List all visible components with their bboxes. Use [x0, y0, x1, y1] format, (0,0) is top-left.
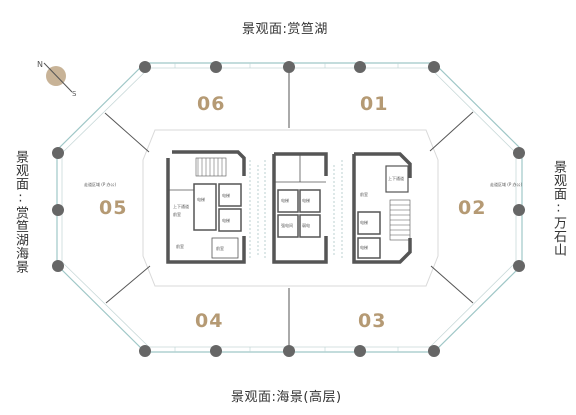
view-label-right: 景观面:万石山	[551, 160, 566, 257]
svg-text:上下通道: 上下通道	[388, 175, 404, 181]
partitions	[104, 68, 474, 345]
core-middle	[272, 152, 328, 264]
svg-text:前室: 前室	[216, 245, 224, 251]
unit-02: 02	[458, 197, 486, 219]
service-lines	[249, 160, 343, 258]
view-label-bottom: 景观面:海景(高层)	[231, 390, 342, 405]
svg-text:电梯: 电梯	[222, 192, 230, 198]
svg-text:前室: 前室	[176, 243, 184, 249]
svg-text:强电间: 强电间	[281, 222, 293, 228]
view-label-top: 景观面:赏笪湖	[242, 22, 328, 37]
note-left: 走道区域 (P 办公)	[84, 181, 117, 187]
svg-text:弱电: 弱电	[302, 222, 310, 228]
core-right	[352, 152, 412, 264]
core-labels: 上下通道 前室 电梯 前室 电梯 电梯 前室 电梯 电梯 强电间 弱电 上下通道…	[173, 175, 404, 251]
core-left	[166, 150, 246, 264]
mullions	[174, 63, 399, 352]
svg-text:前室: 前室	[360, 191, 368, 197]
svg-text:电梯: 电梯	[302, 197, 310, 203]
svg-text:电梯: 电梯	[197, 196, 205, 202]
compass-icon: N S	[37, 60, 77, 98]
compass-s: S	[72, 90, 77, 98]
unit-01: 01	[360, 93, 388, 115]
svg-text:前室: 前室	[173, 211, 181, 217]
unit-04: 04	[195, 310, 223, 332]
columns	[52, 61, 525, 357]
unit-05: 05	[99, 197, 127, 219]
unit-06: 06	[197, 93, 225, 115]
floor-boundary	[142, 129, 439, 287]
view-label-left: 景观面:赏笪湖海景	[13, 150, 28, 274]
svg-text:电梯: 电梯	[360, 219, 368, 225]
unit-03: 03	[358, 310, 386, 332]
svg-text:电梯: 电梯	[222, 217, 230, 223]
svg-text:上下通道: 上下通道	[173, 203, 189, 209]
svg-text:电梯: 电梯	[281, 197, 289, 203]
compass-n: N	[37, 60, 43, 69]
svg-text:电梯: 电梯	[360, 244, 368, 250]
note-right: 走道区域 (P 办公)	[490, 181, 523, 187]
